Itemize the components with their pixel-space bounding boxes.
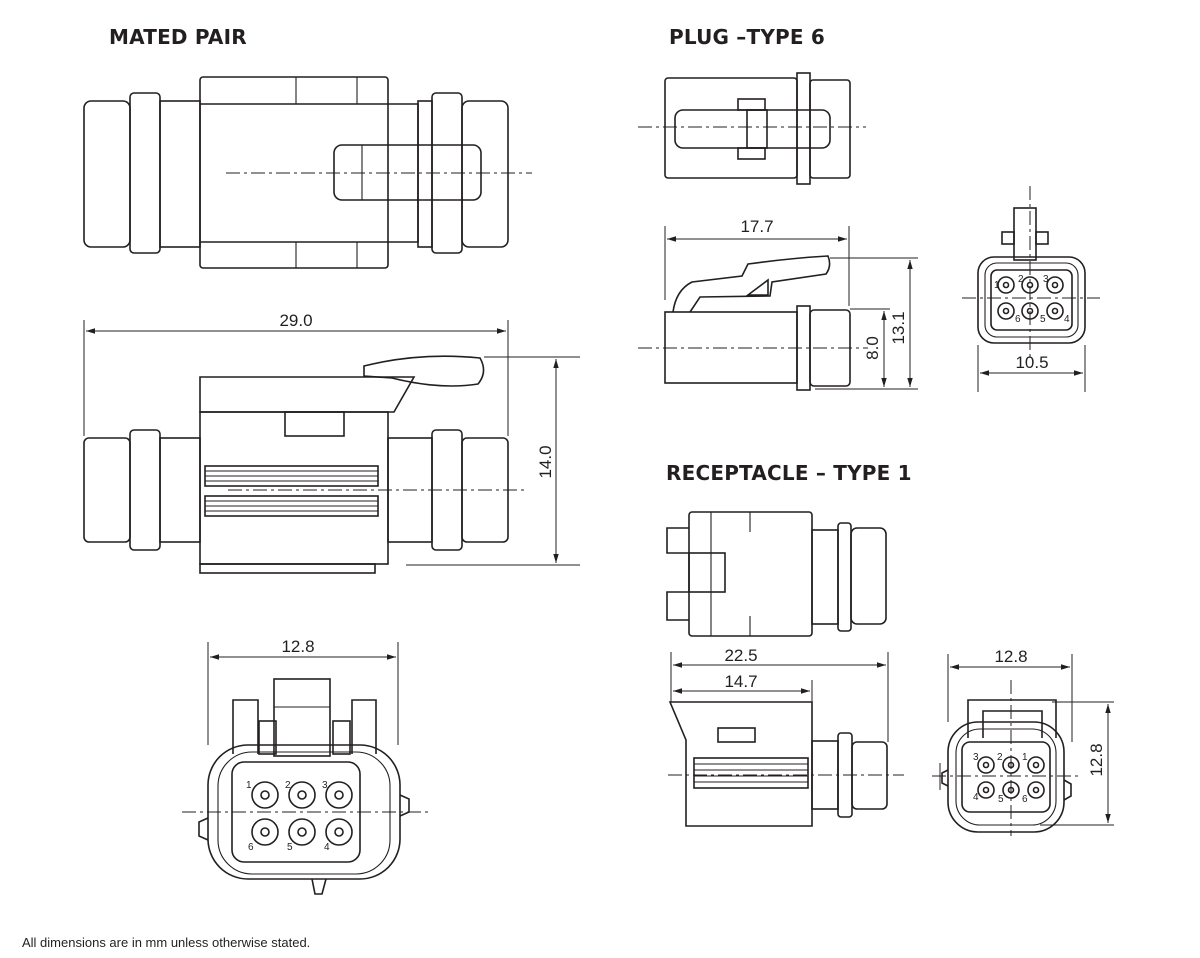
receptacle-pin-label: 6 — [1022, 794, 1028, 805]
dim-plug-length: 17.7 — [740, 217, 773, 236]
dim-receptacle-body-length: 14.7 — [724, 672, 757, 691]
receptacle-end-dimensions — [947, 654, 1114, 826]
mated-pin-label: 3 — [322, 780, 328, 791]
receptacle-side-view — [668, 701, 904, 827]
dim-receptacle-length: 22.5 — [724, 646, 757, 665]
mated-height-dimension — [406, 356, 580, 566]
mated-pin-label: 5 — [287, 842, 293, 853]
mated-pair-top-view — [83, 76, 532, 269]
mated-pin-label: 4 — [324, 842, 330, 853]
plug-side-view — [638, 255, 868, 391]
mated-pair-title: MATED PAIR — [109, 25, 247, 49]
dim-plug-end-width: 10.5 — [1015, 353, 1048, 372]
plug-length-dimension — [664, 226, 850, 306]
mated-length-dimension — [83, 320, 509, 436]
plug-end-view — [962, 186, 1100, 360]
receptacle-pin-label: 3 — [973, 752, 979, 763]
dim-plug-height-total: 13.1 — [889, 311, 908, 344]
receptacle-pin-label: 2 — [997, 752, 1003, 763]
plug-top-view — [638, 72, 866, 185]
receptacle-pin-label: 4 — [973, 792, 979, 803]
mated-pair-end-view — [182, 678, 430, 895]
dim-receptacle-end-height: 12.8 — [1087, 743, 1106, 776]
plug-pin-label: 4 — [1064, 314, 1070, 325]
dim-mated-height: 14.0 — [536, 445, 555, 478]
dim-plug-height-body: 8.0 — [863, 336, 882, 360]
receptacle-pin-label: 5 — [998, 794, 1004, 805]
receptacle-title: RECEPTACLE – TYPE 1 — [666, 461, 912, 485]
receptacle-length-dimensions — [670, 652, 889, 742]
dimensions-footnote: All dimensions are in mm unless otherwis… — [22, 935, 311, 950]
mated-pin-label: 1 — [246, 780, 252, 791]
plug-pin-label: 1 — [994, 280, 1000, 291]
dim-mated-end-width: 12.8 — [281, 637, 314, 656]
mated-end-width-dimension — [207, 642, 399, 745]
mated-pin-label: 2 — [285, 780, 291, 791]
dim-mated-length: 29.0 — [279, 311, 312, 330]
dim-receptacle-end-width: 12.8 — [994, 647, 1027, 666]
plug-pin-label: 5 — [1040, 314, 1046, 325]
plug-end-width-dimension — [977, 345, 1086, 392]
receptacle-end-view — [932, 680, 1080, 836]
plug-pin-label: 2 — [1018, 274, 1024, 285]
plug-title: PLUG –TYPE 6 — [669, 25, 826, 49]
mated-pin-label: 6 — [248, 842, 254, 853]
receptacle-pin-label: 1 — [1022, 752, 1028, 763]
receptacle-top-view — [666, 511, 887, 637]
plug-height-dimensions — [815, 257, 918, 390]
plug-pin-label: 6 — [1015, 314, 1021, 325]
mated-pair-side-view — [83, 355, 528, 574]
plug-pin-label: 3 — [1043, 274, 1049, 285]
